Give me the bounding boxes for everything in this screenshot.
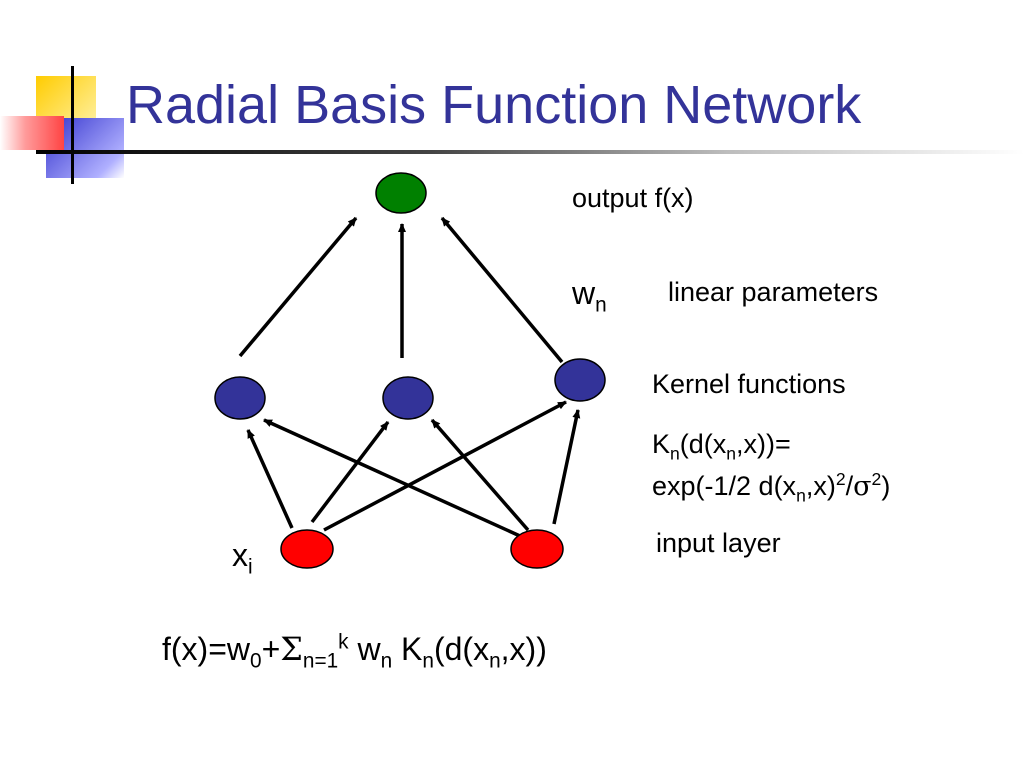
hidden-node-3 <box>554 358 606 402</box>
weight-label: wn <box>572 275 607 317</box>
edge-input2-hidden3 <box>552 409 581 525</box>
edge-input1-hidden3 <box>323 400 567 532</box>
output-node <box>375 172 427 214</box>
hidden-node-1 <box>214 376 266 420</box>
deco-red-bar <box>0 116 64 150</box>
title-underline <box>36 150 1024 154</box>
kernel-functions-label: Kernel functions <box>652 369 846 399</box>
edge-input2-hidden1 <box>263 418 521 538</box>
rbf-formula: f(x)=w0+Σn=1k wn Kn(d(xn,x)) <box>162 630 547 673</box>
edge-hidden1-output <box>238 216 358 358</box>
input-node-2 <box>510 529 564 569</box>
output-label: output f(x) <box>572 183 694 213</box>
linear-parameters-label: linear parameters <box>668 277 879 307</box>
input-layer-label: input layer <box>656 528 781 558</box>
deco-vertical-line <box>71 66 74 184</box>
edge-input1-hidden2 <box>310 420 390 524</box>
input-node-1 <box>280 529 334 569</box>
edge-input1-hidden1 <box>246 429 294 529</box>
input-xi-label: xi <box>232 537 253 579</box>
edge-input2-hidden2 <box>430 418 530 532</box>
kernel-formula-line1: Kn(d(xn,x))= <box>652 429 791 464</box>
edge-hidden3-output <box>440 216 564 364</box>
kernel-formula-line2: exp(-1/2 d(xn,x)2/σ2) <box>652 469 891 506</box>
hidden-node-2 <box>382 376 434 420</box>
slide-title: Radial Basis Function Network <box>126 75 862 135</box>
